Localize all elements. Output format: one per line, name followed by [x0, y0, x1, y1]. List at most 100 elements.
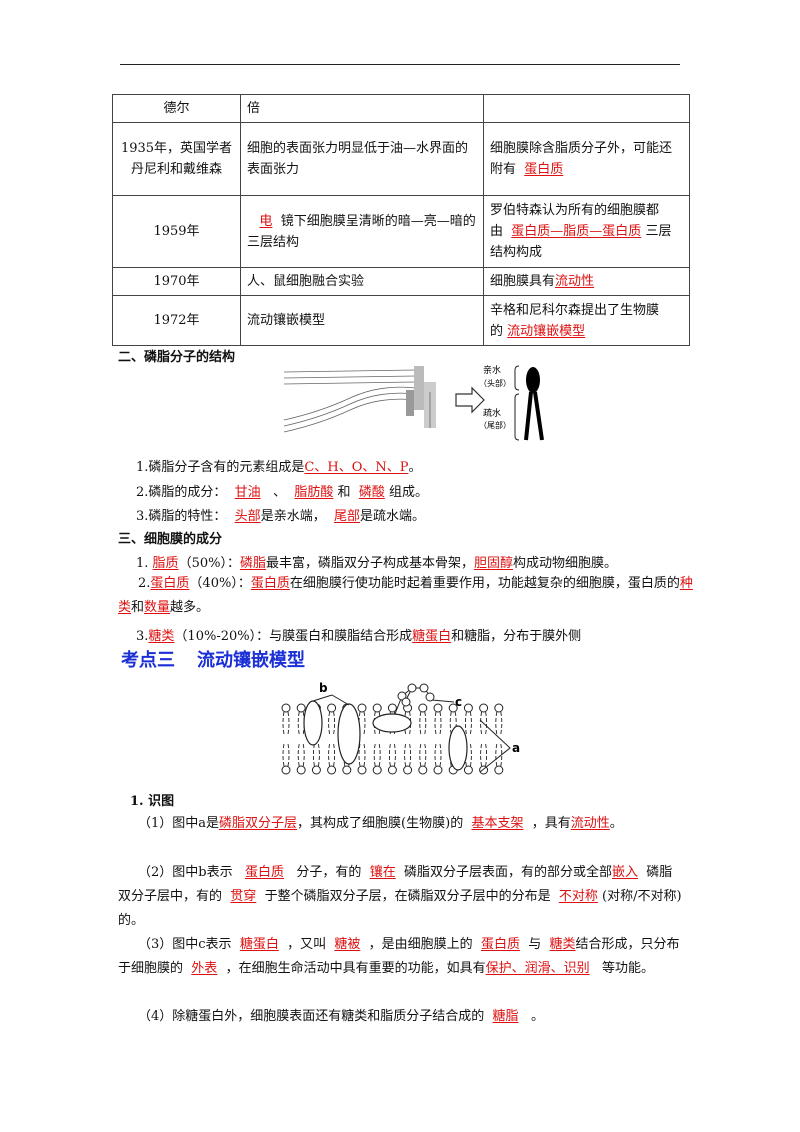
- answer-blank: 外表: [191, 961, 218, 976]
- bracket-tail: [514, 393, 520, 441]
- answer-blank: 糖被: [334, 937, 361, 952]
- answer-blank: 电: [259, 213, 273, 229]
- table-cell-year: 1970年: [112, 267, 241, 296]
- lipid-tail: [373, 711, 381, 735]
- answer-blank: 脂肪酸: [294, 485, 334, 500]
- answer-blank: 蛋白质: [250, 576, 290, 591]
- component-line: 3.糖类（10%-20%）：与膜蛋白和膜脂结合形成糖蛋白和糖脂，分布于膜外侧: [136, 629, 582, 644]
- lipid-head: [463, 703, 473, 713]
- lipid-tail: [282, 711, 290, 735]
- pointer-c: [431, 699, 455, 703]
- conclusion-text: 细胞膜除含脂质分子外，可能还附有: [490, 141, 673, 177]
- protein-surface: [372, 713, 412, 733]
- lipid-head: [387, 703, 397, 713]
- answer-blank: 头部: [234, 509, 261, 524]
- question-line: 3.磷脂的特性： 头部是亲水端， 尾部是疏水端。: [136, 509, 425, 524]
- table-row: 1959年 电 镜下细胞膜呈清晰的暗—亮—暗的三层结构 罗伯特森认为所有的细胞膜…: [112, 195, 690, 268]
- bracket-head: [514, 365, 520, 391]
- lipid-tail: [480, 743, 488, 767]
- lipid-head: [494, 703, 504, 713]
- membrane-history-table: 德尔 倍 1935年，英国学者丹尼利和戴维森 细胞的表面张力明显低于油—水界面的…: [112, 94, 690, 346]
- lipid-tail: [434, 743, 442, 767]
- lipid-head: [281, 765, 291, 775]
- table-cell-experiment: 流动镶嵌模型: [240, 295, 484, 346]
- protein-embedded: [448, 725, 468, 771]
- table-cell-conclusion: [483, 94, 690, 123]
- answer-blank: 胆固醇: [474, 556, 514, 571]
- lipid-head: [433, 703, 443, 713]
- table-cell-conclusion: 罗伯特森认为所有的细胞膜都由 蛋白质—脂质—蛋白质 三层结构构成: [483, 195, 690, 268]
- lipid-head: [296, 703, 306, 713]
- membrane-block: [414, 366, 424, 410]
- kaodian-title: 流动镶嵌模型: [197, 650, 305, 671]
- lipid-tail: [373, 743, 381, 767]
- lipid-tail: [464, 711, 472, 735]
- lipid-head: [372, 703, 382, 713]
- label-head: （头部）: [479, 378, 511, 388]
- answer-blank: 磷酸: [358, 485, 385, 500]
- answer-blank: 贯穿: [230, 889, 257, 904]
- shitu-paragraph-3: （3）图中c表示 糖蛋白 ，又叫 糖被 ，是由细胞膜上的 蛋白质 与 糖类结合形…: [118, 937, 680, 976]
- label-a: a: [512, 741, 520, 755]
- table-row: 1935年，英国学者丹尼利和戴维森 细胞的表面张力明显低于油—水界面的表面张力 …: [112, 122, 690, 196]
- answer-blank: 磷脂双分子层: [219, 816, 298, 831]
- conclusion-text: 辛格和尼科尔森提出了生物膜的: [490, 302, 660, 339]
- answer-blank: 流动镶嵌模型: [507, 323, 586, 339]
- right-arrow-icon: [455, 386, 485, 414]
- lipid-tail: [419, 743, 427, 767]
- table-cell-experiment: 细胞的表面张力明显低于油—水界面的表面张力: [240, 122, 484, 196]
- answer-blank: 蛋白质: [524, 162, 564, 177]
- answer-blank: 蛋白质: [245, 865, 285, 880]
- lipid-head: [372, 765, 382, 775]
- lipid-tail: [480, 711, 488, 735]
- lipid-head: [448, 703, 458, 713]
- lipid-tail: [297, 711, 305, 735]
- lipid-head: [357, 703, 367, 713]
- label-b: b: [319, 681, 328, 695]
- conclusion-text: 三层结构构成: [490, 224, 672, 260]
- phospholipid-tails: [524, 391, 544, 441]
- lipid-head: [281, 703, 291, 713]
- lipid-head: [327, 765, 337, 775]
- lipid-head: [296, 765, 306, 775]
- lipid-head: [479, 703, 489, 713]
- protein-transmembrane: [337, 703, 361, 765]
- answer-blank: 镶在: [369, 865, 396, 880]
- lipid-head: [494, 765, 504, 775]
- lipid-head: [418, 765, 428, 775]
- experiment-text: 镜下细胞膜呈清晰的暗—亮—暗的三层结构: [247, 213, 476, 250]
- phospholipid-structure-figure: 亲水 （头部） 疏水 （尾部）: [283, 364, 544, 441]
- answer-blank: 嵌入: [612, 865, 639, 880]
- table-cell-experiment: 电 镜下细胞膜呈清晰的暗—亮—暗的三层结构: [240, 195, 484, 268]
- table-cell-year: 1959年: [112, 195, 241, 268]
- lipid-head: [342, 765, 352, 775]
- lipid-tail: [419, 711, 427, 735]
- answer-blank: 蛋白质: [150, 576, 190, 591]
- conclusion-text: 细胞膜具有: [490, 274, 556, 289]
- pointer-a: [479, 719, 511, 773]
- conclusion-text: 罗伯特森认为所有的细胞膜都由: [490, 203, 660, 239]
- shitu-paragraph-4: （4）除糖蛋白外，细胞膜表面还有糖类和脂质分子结合成的 糖脂 。: [138, 1009, 544, 1024]
- membrane-block: [406, 390, 414, 416]
- protein-embedded: [303, 700, 323, 746]
- lipid-head: [327, 703, 337, 713]
- table-cell-year: 1935年，英国学者丹尼利和戴维森: [112, 122, 241, 196]
- lipid-head: [418, 703, 428, 713]
- component-line: 1. 脂质（50%）：磷脂最丰富，磷脂双分子构成基本骨架，胆固醇构成动物细胞膜。: [136, 556, 618, 571]
- lipid-head: [311, 765, 321, 775]
- table-row: 1972年 流动镶嵌模型 辛格和尼科尔森提出了生物膜的 流动镶嵌模型: [112, 295, 690, 346]
- table-cell-experiment: 倍: [240, 94, 484, 123]
- answer-blank: 糖类: [549, 937, 576, 952]
- table-row: 德尔 倍: [112, 94, 690, 123]
- section-title: 二、磷脂分子的结构: [118, 350, 236, 365]
- answer-blank: 数量: [144, 600, 171, 615]
- table-cell-conclusion: 辛格和尼科尔森提出了生物膜的 流动镶嵌模型: [483, 295, 690, 346]
- answer-blank: 糖蛋白: [239, 937, 279, 952]
- shitu-paragraph-2: （2）图中b表示 蛋白质 分子，有的 镶在 磷脂双分子层表面，有的部分或全部嵌入…: [118, 865, 682, 928]
- lipid-head: [387, 765, 397, 775]
- table-row: 1970年 人、鼠细胞融合实验 细胞膜具有流动性: [112, 267, 690, 296]
- lipid-head: [357, 765, 367, 775]
- lipid-tail: [328, 743, 336, 767]
- label-c: c: [455, 695, 462, 709]
- glycoprotein-chain: [394, 683, 435, 715]
